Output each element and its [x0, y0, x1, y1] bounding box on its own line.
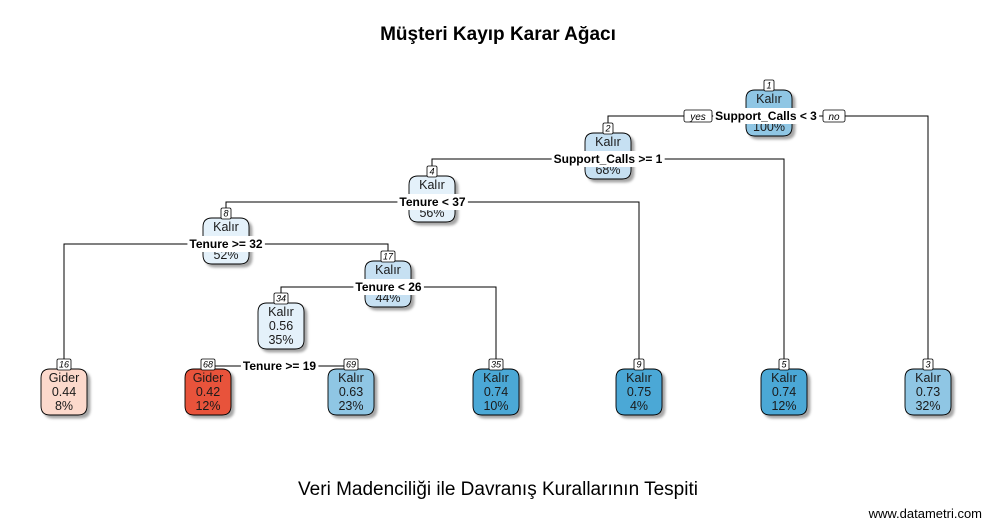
node-id: 68	[203, 360, 213, 370]
split-rule-backdrop	[397, 194, 468, 210]
node-box	[184, 368, 232, 416]
node-percent: 32%	[915, 399, 940, 413]
node-box	[615, 368, 663, 416]
node-id: 9	[636, 360, 641, 370]
branch-tag-text: yes	[689, 112, 706, 123]
node-class: Kalır	[338, 371, 364, 385]
node-percent: 12%	[195, 399, 220, 413]
node-box	[472, 368, 520, 416]
node-probability: 0.44	[52, 385, 76, 399]
split-rule-label: Tenure >= 32	[189, 237, 262, 251]
node-id-box	[200, 358, 216, 371]
node-id: 2	[604, 124, 610, 134]
split-rule-label: Tenure < 37	[399, 195, 465, 209]
split-rule-label: Tenure < 26	[355, 280, 421, 294]
branch-no-tag: no	[822, 109, 846, 123]
node-box	[760, 368, 808, 416]
node-id-box	[380, 250, 396, 263]
node-box	[327, 368, 375, 416]
node-id-box	[56, 358, 72, 371]
node-class: Kalır	[419, 178, 445, 192]
node-class: Gider	[49, 371, 80, 385]
split-rule-label: Support_Calls >= 1	[554, 152, 663, 166]
split-rule-backdrop	[240, 358, 319, 374]
node-layer: 1Kalır0.65100%2Kalır0.6168%3Kalır0.7332%…	[40, 79, 952, 416]
tree-edge	[431, 158, 785, 361]
node-class: Kalır	[375, 263, 401, 277]
node-id: 69	[346, 360, 356, 370]
node-id-box	[602, 122, 614, 135]
node-probability: 0.75	[627, 385, 651, 399]
node-id: 4	[429, 167, 434, 177]
node-class: Kalır	[595, 135, 621, 149]
node-id: 3	[925, 360, 930, 370]
node-percent: 8%	[55, 399, 73, 413]
node-id: 16	[59, 360, 69, 370]
node-id-box	[778, 358, 790, 371]
node-id: 35	[491, 360, 502, 370]
split-rule-label: Support_Calls < 3	[715, 109, 817, 123]
split-rule-backdrop	[551, 151, 665, 167]
node-id-box	[488, 358, 504, 371]
node-percent: 10%	[483, 399, 508, 413]
node-class: Kalır	[213, 220, 239, 234]
node-probability: 0.42	[196, 385, 220, 399]
node-percent: 23%	[338, 399, 363, 413]
node-id: 34	[276, 294, 286, 304]
node-class: Kalır	[626, 371, 652, 385]
node-box	[904, 368, 952, 416]
node-probability: 0.63	[339, 385, 363, 399]
node-percent: 35%	[268, 333, 293, 347]
node-class: Kalır	[483, 371, 509, 385]
node-id: 17	[383, 252, 394, 262]
node-id-box	[763, 79, 775, 92]
split-rule-backdrop	[187, 236, 265, 252]
split-rule-label: Tenure >= 19	[243, 359, 316, 373]
branch-tag-box	[822, 109, 846, 123]
node-percent: 12%	[771, 399, 796, 413]
branch-yes-tag: yes	[683, 109, 713, 123]
node-box	[257, 302, 305, 350]
branch-tag-text: no	[828, 112, 840, 123]
node-id-box	[922, 358, 934, 371]
split-rule-backdrop	[353, 279, 424, 295]
node-class: Kalır	[771, 371, 797, 385]
node-class: Kalır	[268, 305, 294, 319]
node-probability: 0.73	[916, 385, 940, 399]
node-probability: 0.56	[269, 319, 293, 333]
node-box	[40, 368, 88, 416]
branch-tag-box	[683, 109, 713, 123]
node-id-box	[426, 165, 438, 178]
node-id-box	[273, 292, 289, 305]
figure-title: Müşteri Kayıp Karar Ağacı	[380, 24, 616, 45]
node-id: 5	[781, 360, 787, 370]
node-id-box	[220, 207, 232, 220]
node-class: Kalır	[915, 371, 941, 385]
figure-subtitle: Veri Madenciliği ile Davranış Kuralların…	[298, 479, 698, 500]
node-probability: 0.74	[772, 385, 796, 399]
node-percent: 4%	[630, 399, 648, 413]
node-id-box	[633, 358, 645, 371]
node-class: Gider	[193, 371, 224, 385]
node-class: Kalır	[756, 92, 782, 106]
split-rule-backdrop	[713, 108, 820, 124]
node-id-box	[343, 358, 359, 371]
node-id: 8	[223, 209, 228, 219]
node-probability: 0.74	[484, 385, 508, 399]
node-id: 1	[766, 81, 771, 91]
credit-url: www.datametri.com	[868, 506, 982, 521]
